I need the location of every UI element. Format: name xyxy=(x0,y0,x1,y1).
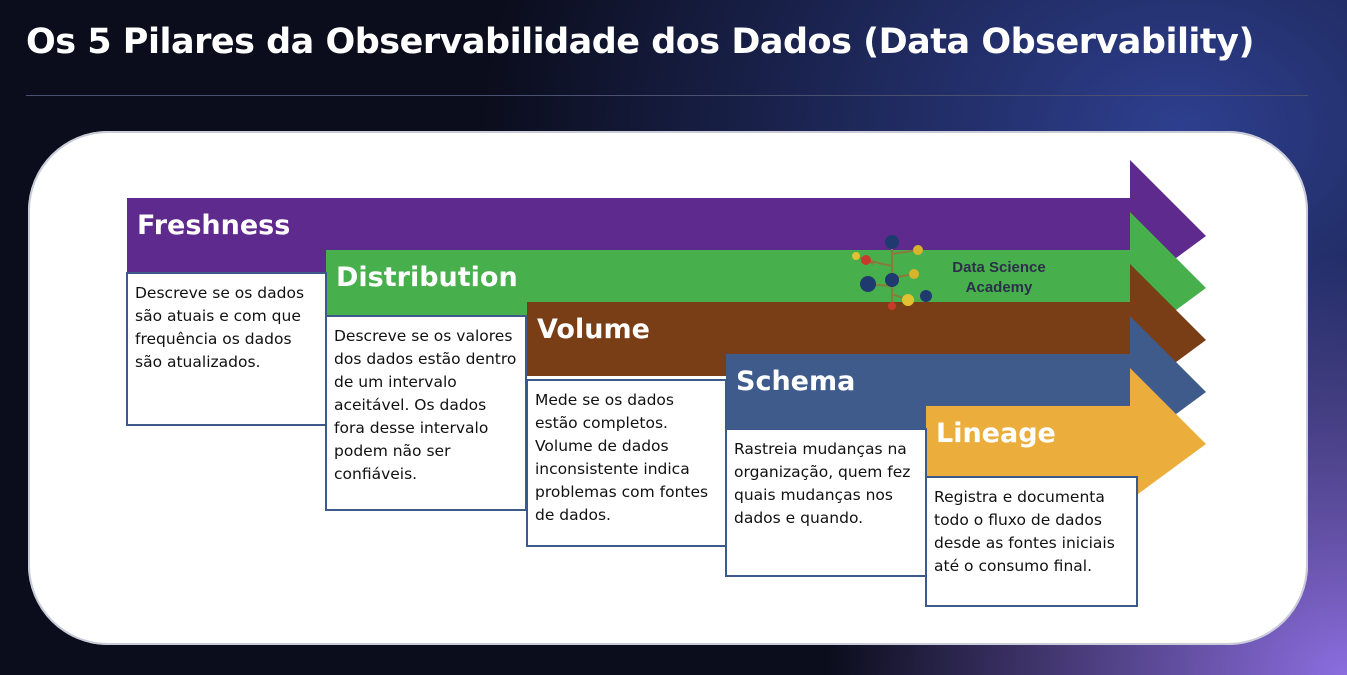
dsa-logo-text: Data Science Academy xyxy=(952,259,1046,296)
pillar-desc-freshness: Descreve se os dados são atuais e com qu… xyxy=(126,272,327,426)
pillar-desc-schema: Rastreia mudanças na organização, quem f… xyxy=(725,428,927,577)
pillar-title-schema: Schema xyxy=(736,366,856,397)
title-divider xyxy=(26,95,1308,96)
pillar-title-volume: Volume xyxy=(537,314,650,345)
pillar-title-freshness: Freshness xyxy=(137,210,291,241)
arrow-lineage xyxy=(926,368,1206,500)
pillar-desc-lineage: Registra e documenta todo o fluxo de dad… xyxy=(925,476,1138,607)
pillar-title-distribution: Distribution xyxy=(336,262,518,293)
slide-title: Os 5 Pilares da Observabilidade dos Dado… xyxy=(26,22,1254,62)
pillar-desc-distribution: Descreve se os valores dos dados estão d… xyxy=(325,315,527,511)
pillar-title-lineage: Lineage xyxy=(936,418,1056,449)
pillar-desc-volume: Mede se os dados estão completos. Volume… xyxy=(526,379,727,547)
dsa-logo-icon xyxy=(852,235,932,310)
